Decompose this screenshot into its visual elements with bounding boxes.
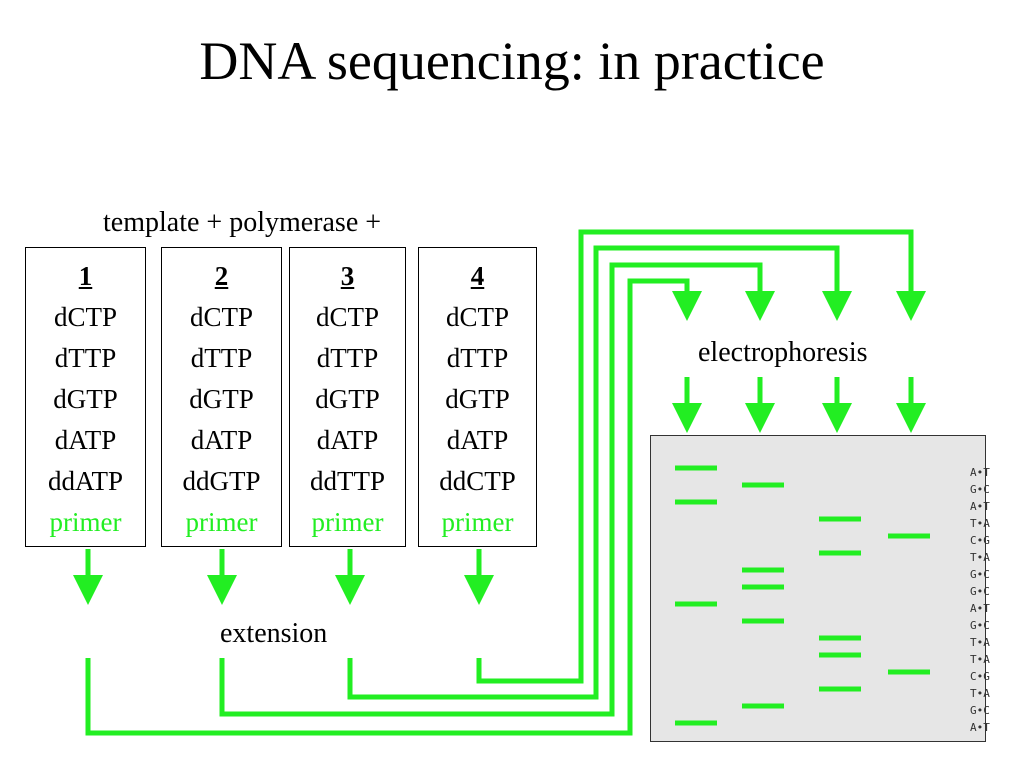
tube-1: 1 dCTP dTTP dGTP dATP ddATP primer <box>25 247 146 547</box>
tube-4: 4 dCTP dTTP dGTP dATP ddCTP primer <box>418 247 537 547</box>
tube-reagent: dATP <box>190 425 253 455</box>
tube-number: 2 <box>214 261 229 291</box>
tube-3: 3 dCTP dTTP dGTP dATP ddTTP primer <box>289 247 406 547</box>
tube-dideoxy: ddCTP <box>439 466 516 496</box>
tube-reagent: dCTP <box>189 302 254 332</box>
base-pair: A•T <box>970 721 990 734</box>
tube-reagent: dATP <box>446 425 509 455</box>
base-pair: G•C <box>970 619 990 632</box>
base-pair: T•A <box>970 653 990 666</box>
tube-primer: primer <box>185 507 258 537</box>
tube-reagent: dCTP <box>445 302 510 332</box>
extension-label: extension <box>220 618 328 649</box>
base-pair: G•C <box>970 704 990 717</box>
tube-reagent: dCTP <box>315 302 380 332</box>
tube-reagent: dGTP <box>315 384 380 414</box>
base-pair: G•C <box>970 585 990 598</box>
electrophoresis-label: electrophoresis <box>698 337 868 368</box>
tube-primer: primer <box>441 507 514 537</box>
tube-primer: primer <box>311 507 384 537</box>
route-line-2 <box>219 262 775 717</box>
base-pair: T•A <box>970 517 990 530</box>
base-pair: T•A <box>970 687 990 700</box>
base-pair: A•T <box>970 466 990 479</box>
base-pair: A•T <box>970 602 990 615</box>
route-line-3 <box>347 245 852 700</box>
base-pair: A•T <box>970 500 990 513</box>
tube-reagent: dGTP <box>445 384 510 414</box>
tube-reagent: dTTP <box>190 343 253 373</box>
base-pair: T•A <box>970 636 990 649</box>
tube-reagent: dTTP <box>54 343 117 373</box>
base-pair: C•G <box>970 534 990 547</box>
tube-reagent: dGTP <box>189 384 254 414</box>
sequence-readout: A•T G•C A•T T•A C•G T•A G•C G•C A•T G•C … <box>970 464 1000 736</box>
tube-reagent: dCTP <box>53 302 118 332</box>
slide-title: DNA sequencing: in practice <box>199 31 825 91</box>
gel <box>650 435 986 742</box>
tube-reagent: dTTP <box>446 343 509 373</box>
tube-dideoxy: ddGTP <box>182 466 261 496</box>
tube-number: 4 <box>470 261 485 291</box>
tube-reagent: dATP <box>316 425 379 455</box>
tube-dideoxy: ddTTP <box>309 466 385 496</box>
route-line-4 <box>476 229 926 684</box>
template-polymerase-label: template + polymerase + <box>103 207 382 238</box>
base-pair: G•C <box>970 483 990 496</box>
tube-number: 1 <box>78 261 93 291</box>
route-line-1 <box>85 278 702 736</box>
base-pair: G•C <box>970 568 990 581</box>
tube-reagent: dATP <box>54 425 117 455</box>
tube-number: 3 <box>340 261 355 291</box>
base-pair: T•A <box>970 551 990 564</box>
tube-dideoxy: ddATP <box>47 466 123 496</box>
tube-reagent: dGTP <box>53 384 118 414</box>
base-pair: C•G <box>970 670 990 683</box>
tube-primer: primer <box>49 507 122 537</box>
tube-reagent: dTTP <box>316 343 379 373</box>
tube-2: 2 dCTP dTTP dGTP dATP ddGTP primer <box>161 247 282 547</box>
